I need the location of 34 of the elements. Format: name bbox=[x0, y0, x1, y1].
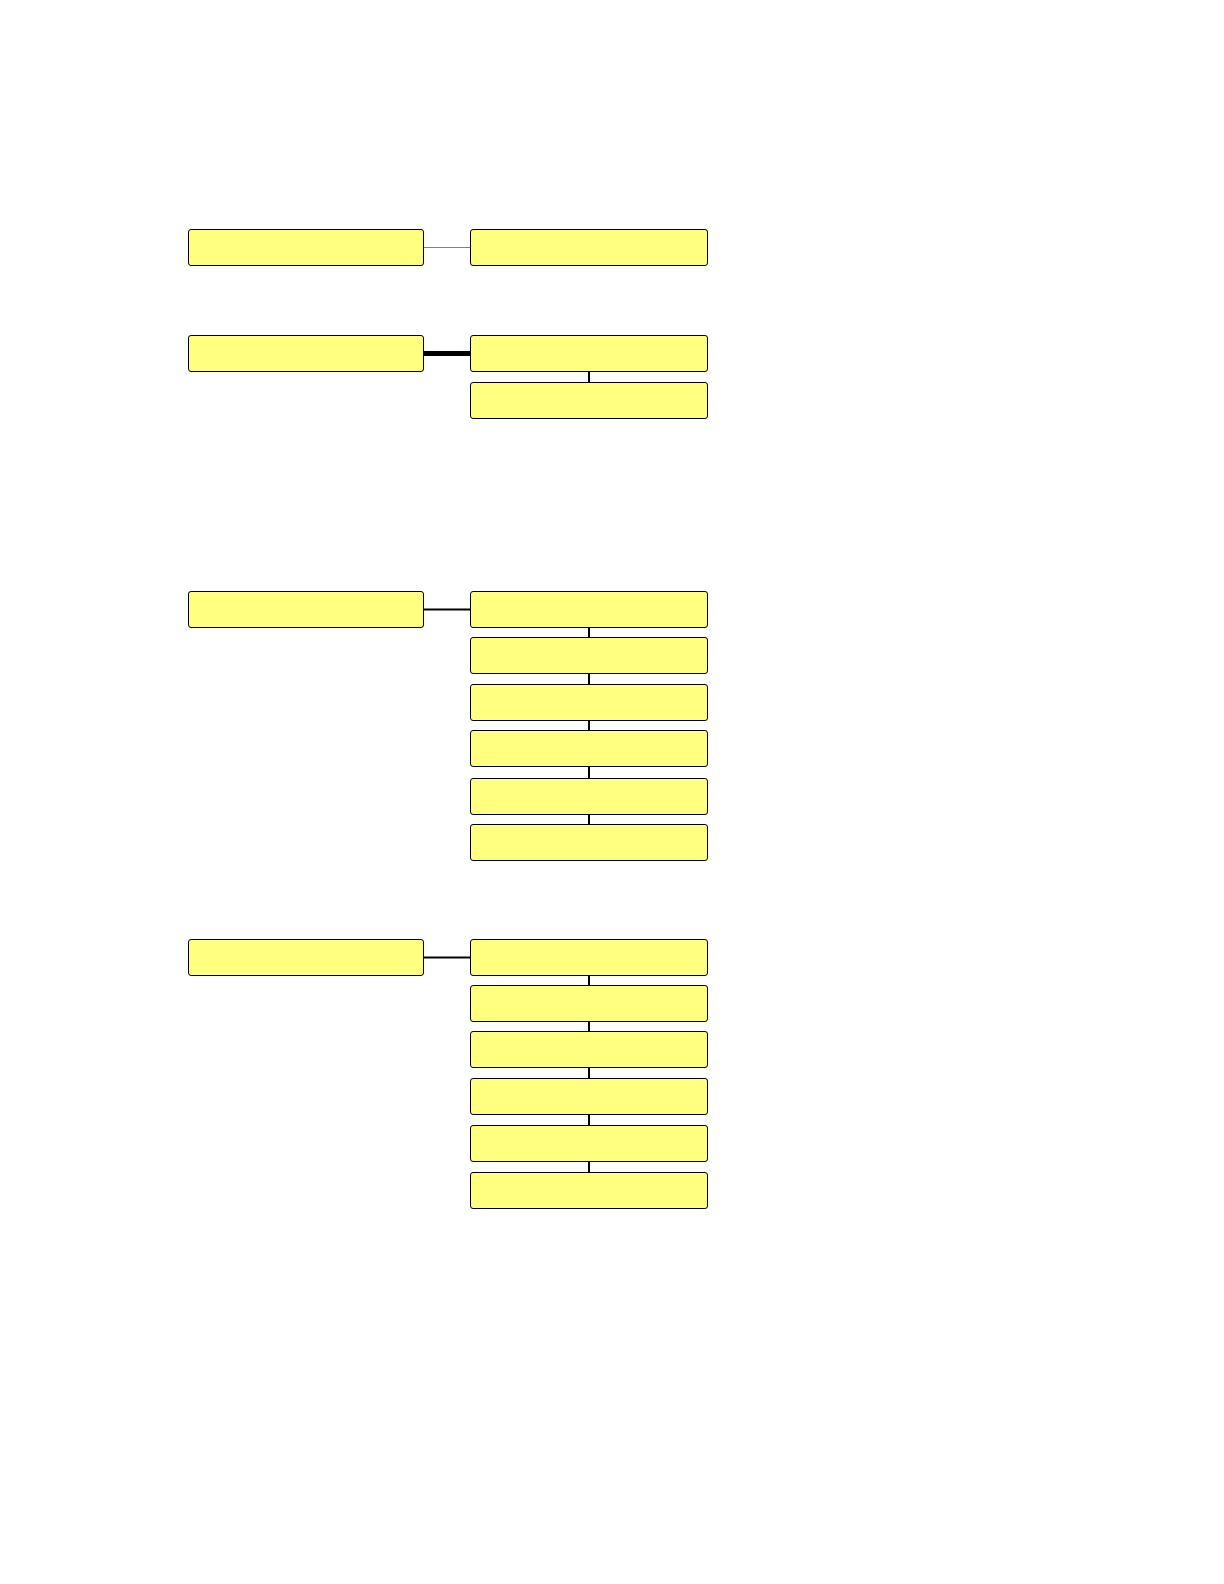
empty-box bbox=[470, 591, 708, 628]
connector-line bbox=[588, 1067, 590, 1079]
connector-line bbox=[588, 371, 590, 383]
connector-line bbox=[588, 1021, 590, 1032]
empty-box bbox=[470, 1125, 708, 1162]
empty-box bbox=[470, 824, 708, 861]
empty-box bbox=[188, 229, 424, 266]
empty-box bbox=[470, 1031, 708, 1068]
connector-line bbox=[588, 814, 590, 825]
connector-line bbox=[588, 1114, 590, 1126]
empty-box bbox=[470, 730, 708, 767]
empty-box bbox=[470, 684, 708, 721]
connector-line bbox=[423, 608, 471, 611]
empty-box bbox=[470, 985, 708, 1022]
empty-box bbox=[470, 382, 708, 419]
empty-box bbox=[470, 229, 708, 266]
empty-box bbox=[470, 335, 708, 372]
connector-line bbox=[424, 351, 470, 356]
connector-line bbox=[423, 956, 471, 959]
empty-box bbox=[470, 939, 708, 976]
connector-line bbox=[588, 1161, 590, 1173]
empty-box bbox=[470, 637, 708, 674]
empty-box bbox=[470, 778, 708, 815]
connector-line bbox=[588, 673, 590, 685]
empty-box bbox=[188, 591, 424, 628]
connector-line bbox=[588, 975, 590, 986]
connector-line bbox=[588, 766, 590, 779]
empty-box bbox=[470, 1078, 708, 1115]
connector-line bbox=[423, 247, 471, 248]
empty-box bbox=[470, 1172, 708, 1209]
empty-box bbox=[188, 939, 424, 976]
connector-line bbox=[588, 720, 590, 731]
connector-line bbox=[588, 627, 590, 638]
empty-box bbox=[188, 335, 424, 372]
